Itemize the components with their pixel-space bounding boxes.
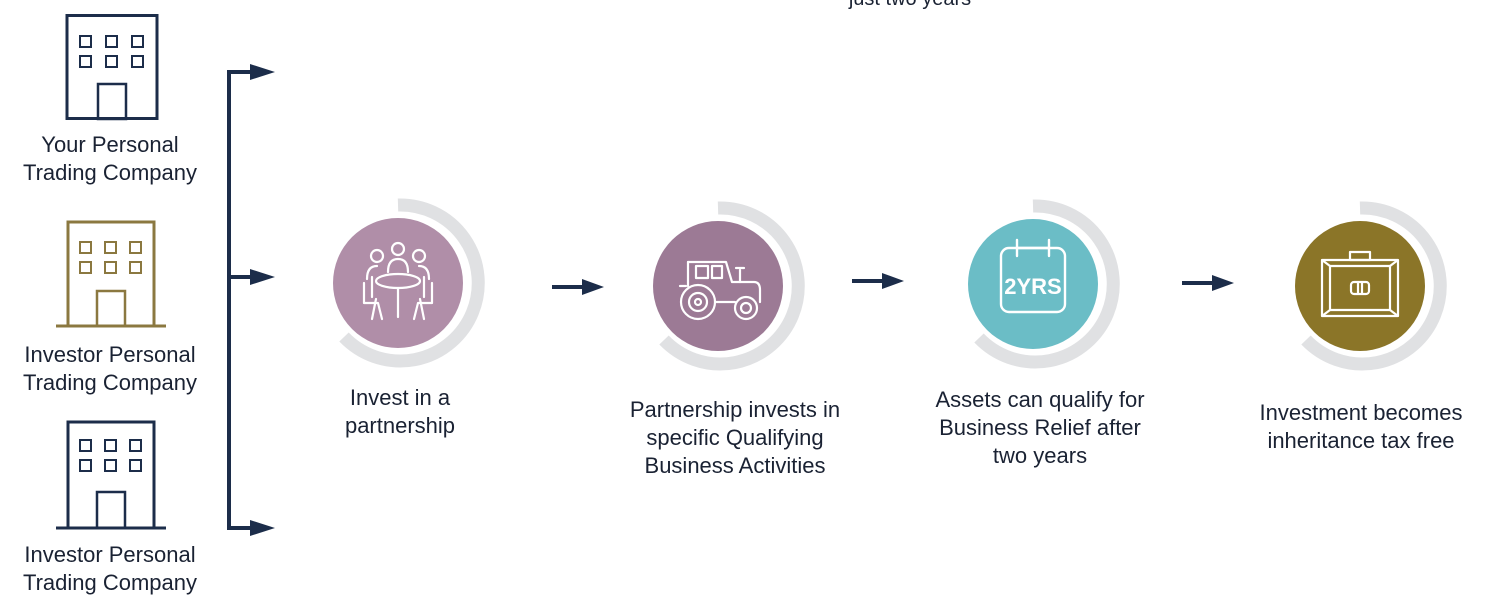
calendar-icon: 2YRS <box>968 199 1120 369</box>
meeting-icon <box>333 198 485 368</box>
tractor-icon <box>653 201 805 371</box>
briefcase-icon <box>1295 201 1447 371</box>
building-icon <box>56 420 166 530</box>
building-icon <box>65 14 159 121</box>
arrow-icon <box>552 279 604 295</box>
top-caption: just two years <box>760 0 1060 11</box>
building-icon <box>56 220 166 328</box>
calendar-badge: 2YRS <box>1004 274 1061 299</box>
arrow-icon <box>1182 275 1234 291</box>
arrow-icon <box>852 273 904 289</box>
